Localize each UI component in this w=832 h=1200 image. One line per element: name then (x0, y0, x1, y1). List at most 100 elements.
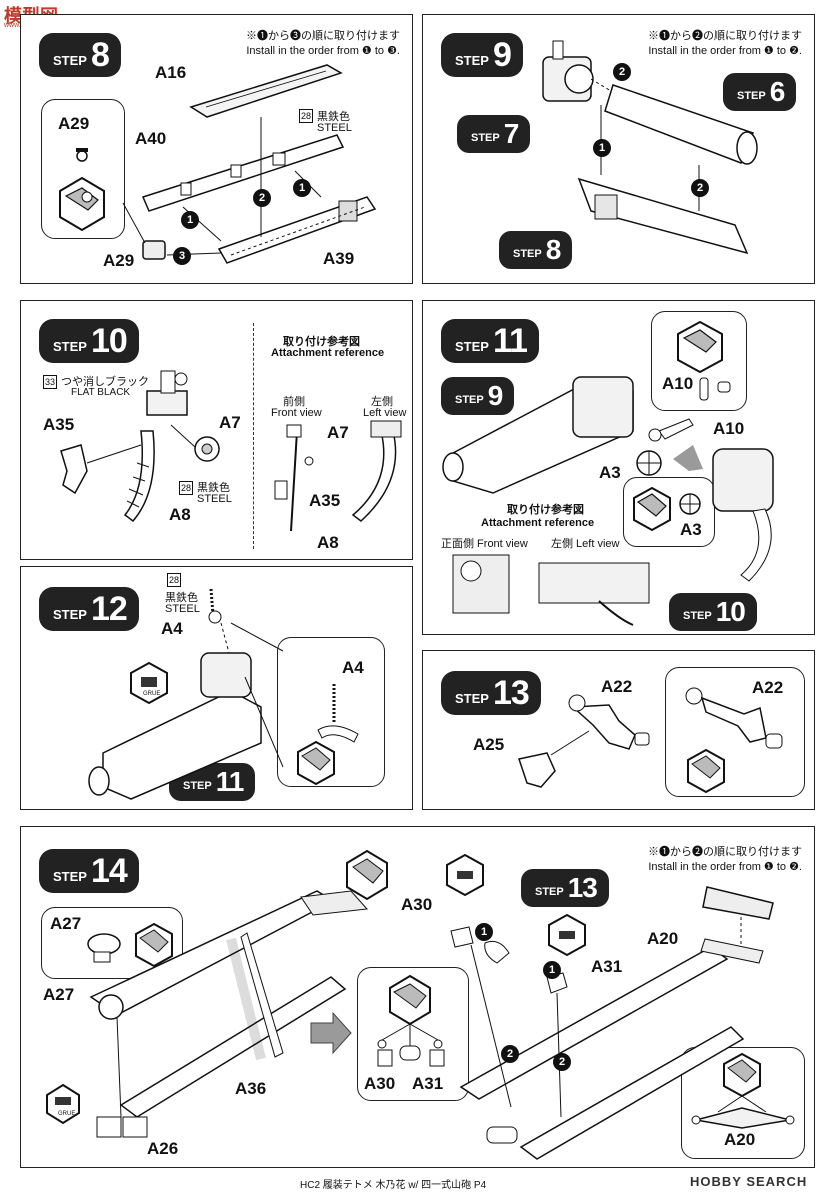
paint-name-en: STEEL (197, 493, 232, 505)
part-label-a3: A3 (599, 463, 621, 482)
front-view-jp: 前側 (283, 396, 305, 408)
step-11-panel: STEP 11 STEP 9 STEP 10 A10 A10 A3 A3 取り付… (422, 300, 815, 635)
detail-inset-a4: A4 (277, 637, 385, 787)
glue-label: GRUE (143, 691, 161, 697)
order-note: ※❶から❷の順に取り付けます Install in the order from… (648, 29, 802, 59)
part-label-a4-detail: A4 (342, 658, 364, 677)
step-word: STEP (455, 690, 489, 706)
step-ref-13: STEP 13 (521, 869, 609, 907)
step-number: 8 (545, 234, 562, 265)
part-label-a31: A31 (591, 957, 623, 976)
step-9-panel: STEP 9 ※❶から❷の順に取り付けます Install in the ord… (422, 14, 815, 284)
left-view-jp: 左側 (371, 396, 393, 408)
sprue-gate-icon (59, 148, 105, 232)
ref-label-a35: A35 (309, 491, 341, 510)
order-mark: 1 (181, 211, 199, 229)
step-12-panel: STEP 12 28 黒鉄色 STEEL A4 STEP 11 A4 GRUE (20, 566, 413, 810)
ref-title-jp: 取り付け参考図 (507, 504, 584, 516)
order-note-en: Install in the order from ❶ to ❸. (246, 45, 400, 57)
order-mark: 2 (501, 1045, 519, 1063)
step-10-panel: STEP 10 33 つや消しブラック FLAT BLACK 28 黒鉄色 ST… (20, 300, 413, 560)
order-mark: 2 (253, 189, 271, 207)
step-word: STEP (53, 868, 87, 884)
part-label-a30-detail: A30 (364, 1074, 396, 1093)
part-label-a7: A7 (219, 413, 241, 432)
step-word: STEP (737, 90, 766, 102)
part-label-a22-detail: A22 (752, 678, 784, 697)
step-number: 10 (715, 596, 746, 627)
part-label-a8: A8 (169, 505, 191, 524)
order-mark: 1 (543, 961, 561, 979)
order-mark: 3 (173, 247, 191, 265)
step-word: STEP (513, 248, 542, 260)
detail-inset-a3: A3 (623, 477, 715, 547)
step-number: 10 (90, 321, 128, 360)
paint-code: 33 (43, 375, 57, 389)
glue-label: GRUE (58, 1111, 76, 1117)
step-14-drawing (46, 849, 774, 1160)
step-number: 11 (215, 766, 245, 797)
step-ref-9: STEP 9 (441, 377, 515, 415)
paint-name-jp: 黒鉄色 (165, 592, 198, 604)
part-label-a27-detail: A27 (50, 914, 82, 933)
part-label-a27: A27 (43, 985, 75, 1004)
step-number: 7 (503, 118, 520, 149)
hobbysearch-logo: HOBBY SEARCH (690, 1174, 808, 1189)
step-ref-10: STEP 10 (669, 593, 757, 631)
part-label-a35: A35 (43, 415, 75, 434)
part-label-a10: A10 (713, 419, 745, 438)
step-14-panel: STEP 14 ※❶から❷の順に取り付けます Install in the or… (20, 826, 815, 1168)
part-label-a16: A16 (155, 63, 187, 82)
part-label-a20-detail: A20 (724, 1130, 756, 1149)
step-8-badge: STEP 8 (39, 33, 121, 77)
part-label-a29-bottom: A29 (103, 251, 135, 270)
order-note-jp: ※❶から❷の順に取り付けます (648, 846, 802, 858)
part-label-a31-detail: A31 (412, 1074, 444, 1093)
step-number: 14 (90, 851, 128, 890)
step-number: 6 (769, 76, 786, 107)
step-word: STEP (183, 780, 212, 792)
paint-name-en: STEEL (165, 603, 200, 615)
paint-name-jp: 黒鉄色 (317, 111, 350, 123)
sprue-gate-icon (691, 1052, 795, 1129)
paint-code: 28 (299, 109, 313, 123)
part-label-a29-top: A29 (58, 114, 90, 133)
step-number: 8 (90, 35, 110, 74)
order-note-jp: ※❶から❸の順に取り付けます (246, 30, 400, 42)
ref-title-en: Attachment reference (481, 517, 595, 529)
order-mark: 2 (613, 63, 631, 81)
step-10-badge: STEP 10 (39, 319, 139, 363)
step-9-drawing (542, 40, 758, 255)
order-mark: 2 (553, 1053, 571, 1071)
front-view-en: Front view (271, 407, 322, 419)
step-word: STEP (535, 886, 564, 898)
part-label-a20: A20 (647, 929, 679, 948)
sprue-gate-icon (377, 974, 445, 1067)
step-11-drawing (442, 376, 774, 626)
front-view-label: 正面側 Front view (441, 538, 528, 550)
order-mark: 1 (593, 139, 611, 157)
paint-code: 28 (179, 481, 193, 495)
step-ref-8: STEP 8 (499, 231, 573, 269)
part-label-a36: A36 (235, 1079, 267, 1098)
step-12-drawing (88, 588, 284, 800)
part-label-a26: A26 (147, 1139, 179, 1158)
step-number: 11 (492, 321, 528, 360)
step-11-badge: STEP 11 (441, 319, 539, 363)
detail-inset-a22: A22 (665, 667, 805, 797)
left-view-en: Left view (363, 407, 407, 419)
step-8-panel: STEP 8 ※❶から❸の順に取り付けます Install in the ord… (20, 14, 413, 284)
sprue-gate-icon (685, 687, 783, 794)
part-label-a22: A22 (601, 677, 633, 696)
ref-label-a8: A8 (317, 533, 339, 552)
paint-code: 28 (167, 573, 181, 587)
order-note-en: Install in the order from ❶ to ❷. (648, 861, 802, 873)
step-10-drawing (60, 370, 402, 532)
ref-title-en: Attachment reference (271, 347, 385, 359)
step-number: 13 (567, 872, 598, 903)
paint-name-jp: 黒鉄色 (197, 482, 230, 494)
part-label-a3-detail: A3 (680, 520, 702, 539)
detail-inset-a10: A10 (651, 311, 747, 411)
step-number: 12 (90, 589, 128, 628)
part-label-a10-top: A10 (662, 374, 694, 393)
